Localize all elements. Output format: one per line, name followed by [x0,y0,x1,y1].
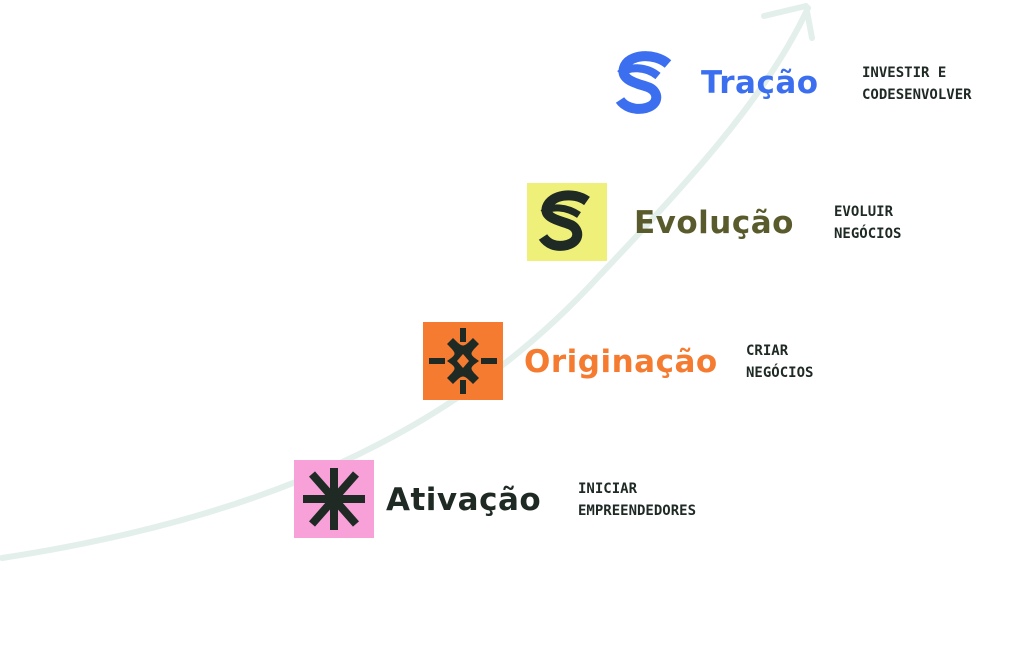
s-loop-icon [615,51,672,114]
stage-desc-line: EVOLUIR [834,204,894,220]
asterisk-icon [303,468,365,530]
stage-desc-line: NEGÓCIOS [834,226,902,242]
arrow-head-icon [761,3,815,41]
stage-desc-evolucao: EVOLUIR NEGÓCIOS [834,201,901,245]
growth-curve-line [0,5,811,561]
stage-desc-line: INICIAR [578,481,638,497]
stage-desc-ativacao: INICIAR EMPREENDEDORES [578,478,696,522]
tracao-logo [606,44,686,122]
stage-desc-line: CODESENVOLVER [862,87,972,103]
originacao-logo [423,322,503,400]
stage-desc-line: INVESTIR E [862,65,947,81]
s-loop-icon [538,190,590,251]
ativacao-logo [294,460,374,538]
stage-desc-line: NEGÓCIOS [746,365,814,381]
stage-desc-line: EMPREENDEDORES [578,503,697,519]
evolucao-logo [527,183,607,261]
stage-title-originacao: Originação [524,344,718,380]
stage-title-ativacao: Ativação [386,482,542,518]
curved-cross-icon [429,328,497,394]
stage-desc-line: CRIAR [746,343,789,359]
stage-title-evolucao: Evolução [634,205,794,241]
stage-desc-tracao: INVESTIR E CODESENVOLVER [862,62,972,106]
stage-title-tracao: Tração [701,65,819,101]
stage-desc-originacao: CRIAR NEGÓCIOS [746,340,813,384]
